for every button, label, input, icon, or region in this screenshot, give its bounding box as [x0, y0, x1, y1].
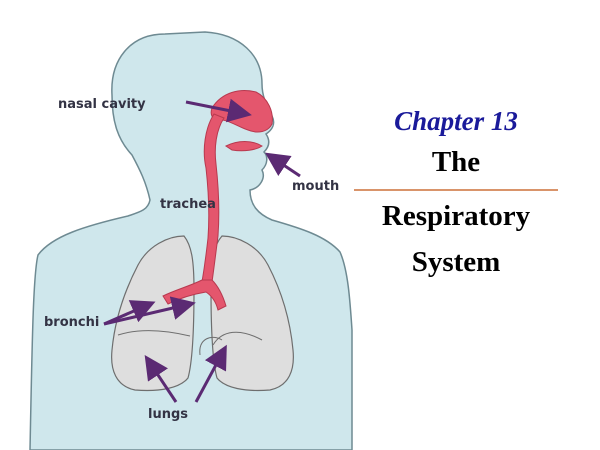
arrow-bronchi-left: [103, 300, 156, 326]
title-line-2: Respiratory: [381, 200, 531, 232]
arrow-lungs-right: [194, 344, 227, 403]
arrow-bronchi-right: [103, 296, 196, 326]
lung-lobe-right: [212, 331, 263, 346]
title-block: Chapter 13 The Respiratory System: [352, 103, 560, 285]
label-trachea: trachea: [160, 197, 216, 212]
label-nasal-cavity: nasal cavity: [58, 97, 146, 112]
bronchi-airway: [162, 279, 227, 311]
label-bronchi: bronchi: [44, 315, 99, 330]
title-divider: [354, 189, 558, 191]
body-silhouette: [29, 31, 353, 450]
title-line-1: The: [431, 146, 481, 178]
label-mouth: mouth: [292, 179, 339, 194]
arrow-lungs-left: [144, 355, 178, 403]
chapter-label: Chapter 13: [394, 106, 518, 136]
title-line-3: System: [411, 246, 501, 278]
respiratory-diagram: nasal cavity mouth trachea bronchi lungs: [29, 31, 353, 450]
lung-lobe-left: [117, 330, 191, 337]
arrow-mouth: [265, 152, 301, 178]
arrow-nasal-cavity: [185, 98, 252, 123]
label-lungs: lungs: [148, 407, 188, 422]
lung-lobe-right-2: [199, 336, 223, 356]
mouth-cavity: [225, 141, 263, 152]
